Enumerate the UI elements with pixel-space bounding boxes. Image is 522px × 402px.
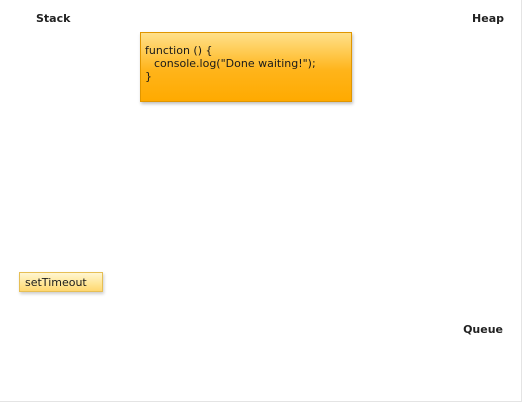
queue-label: Queue [463, 323, 503, 336]
code-line-3: } [145, 70, 152, 83]
stack-frame-settimeout: setTimeout [19, 272, 103, 292]
code-line-2: console.log("Done waiting!"); [154, 57, 316, 70]
stack-label: Stack [36, 12, 71, 25]
heap-label: Heap [472, 12, 504, 25]
code-line-1: function () { [145, 44, 213, 57]
heap-callback-function: function () { console.log("Done waiting!… [140, 32, 352, 102]
